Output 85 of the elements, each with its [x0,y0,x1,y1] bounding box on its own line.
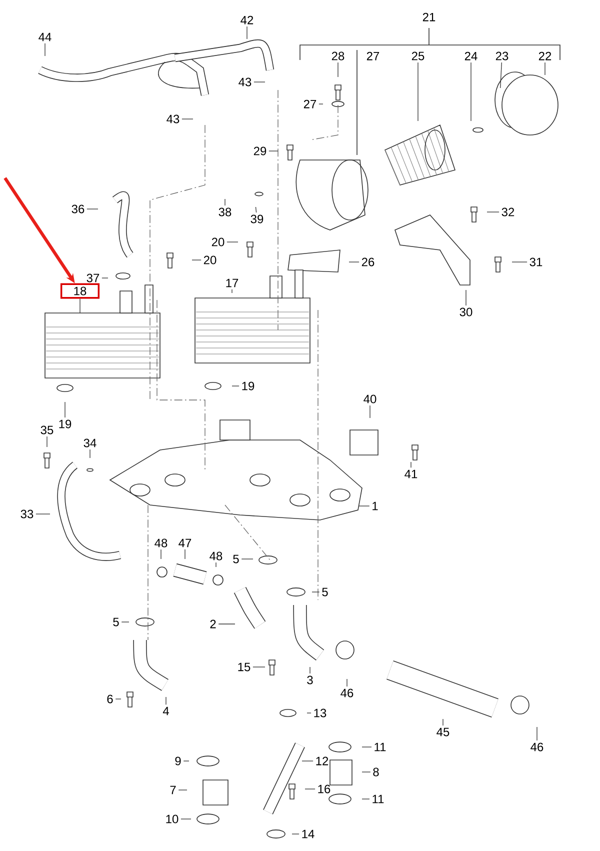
callout-number: 45 [436,728,450,736]
callout-number: 11 [374,742,386,752]
callout-number: 13 [314,708,326,718]
callout-number: 32 [502,208,514,216]
callout-number: 17 [226,278,238,288]
leader-line [115,698,122,700]
leader-line [64,402,66,418]
callout-number: 9 [175,756,181,766]
callout-number: 25 [412,52,424,60]
callout-number: 6 [107,694,113,704]
leader-line [224,198,226,206]
callout-number: 22 [538,52,552,60]
callout-number: 48 [210,552,222,560]
callout-number: 37 [86,274,100,282]
leader-line [252,666,266,668]
callout-number: 5 [113,618,119,626]
callout-number: 29 [254,146,266,156]
leader-line [180,818,192,820]
leader-line [302,760,314,762]
callout-number: 1 [372,502,378,510]
callout-number: 44 [38,32,52,42]
callout-number: 46 [340,688,354,698]
callout-number: 19 [242,382,254,390]
leader-line [246,26,248,40]
callout-number: 3 [307,676,313,684]
callout-number: 26 [362,258,374,266]
callout-number: 31 [530,258,542,266]
callout-number: 36 [72,204,84,214]
callout-number: 47 [178,538,192,548]
leader-line [362,798,370,800]
callout-number: 40 [364,394,376,404]
leader-line [160,549,162,560]
leader-line [182,118,194,120]
leader-line [184,549,186,560]
leader-line [255,206,257,213]
leader-line [86,208,98,210]
callout-number: 48 [154,538,168,548]
leader-line [46,436,48,448]
callout-number: 5 [233,554,239,564]
callout-number: 23 [496,52,508,60]
callout-number: 20 [212,238,224,246]
leader-line [500,62,502,88]
leader-line [44,43,46,56]
leader-line [544,62,546,76]
callout-number: 42 [240,16,254,24]
leader-line [304,788,316,790]
callout-number: 35 [40,426,54,434]
callout-number: 19 [59,420,72,428]
callout-number: 21 [422,12,436,22]
callout-number: 43 [238,78,252,86]
leader-line [442,718,444,726]
callout-number: 14 [302,830,314,838]
callout-number: 46 [530,742,544,752]
callout-number: 5 [322,588,328,596]
callout-number: 27 [304,100,316,108]
callout-number: 30 [460,308,472,316]
callout-number: 2 [210,620,216,628]
leader-line [183,760,190,762]
callout-number: 15 [238,662,250,672]
leader-line [268,150,278,152]
callout-number: 24 [464,52,478,60]
callout-number: 16 [318,784,330,794]
callout-number: 11 [372,794,384,804]
callout-number: 12 [316,756,328,766]
callout-number: 28 [332,52,344,60]
callout-number: 38 [218,208,232,216]
leader-line [241,558,254,560]
callout-number: 43 [166,114,180,124]
leader-line [410,462,412,468]
callout-number: 34 [84,438,96,448]
callout-number: 7 [170,786,176,794]
leader-line [536,726,538,741]
leader-line [306,712,312,714]
callout-number: 41 [404,470,418,478]
callout-number: 4 [162,706,169,716]
boxed-callout-number: 18 [60,283,100,299]
callout-number: 33 [20,510,34,518]
leader-line [346,678,348,687]
callout-number: 10 [166,814,178,824]
leader-line [362,746,372,748]
callout-number: 27 [366,52,380,60]
callout-number: 8 [373,768,379,776]
callout-number: 20 [204,256,216,264]
callout-number: 39 [250,214,264,224]
leader-line [470,62,472,122]
